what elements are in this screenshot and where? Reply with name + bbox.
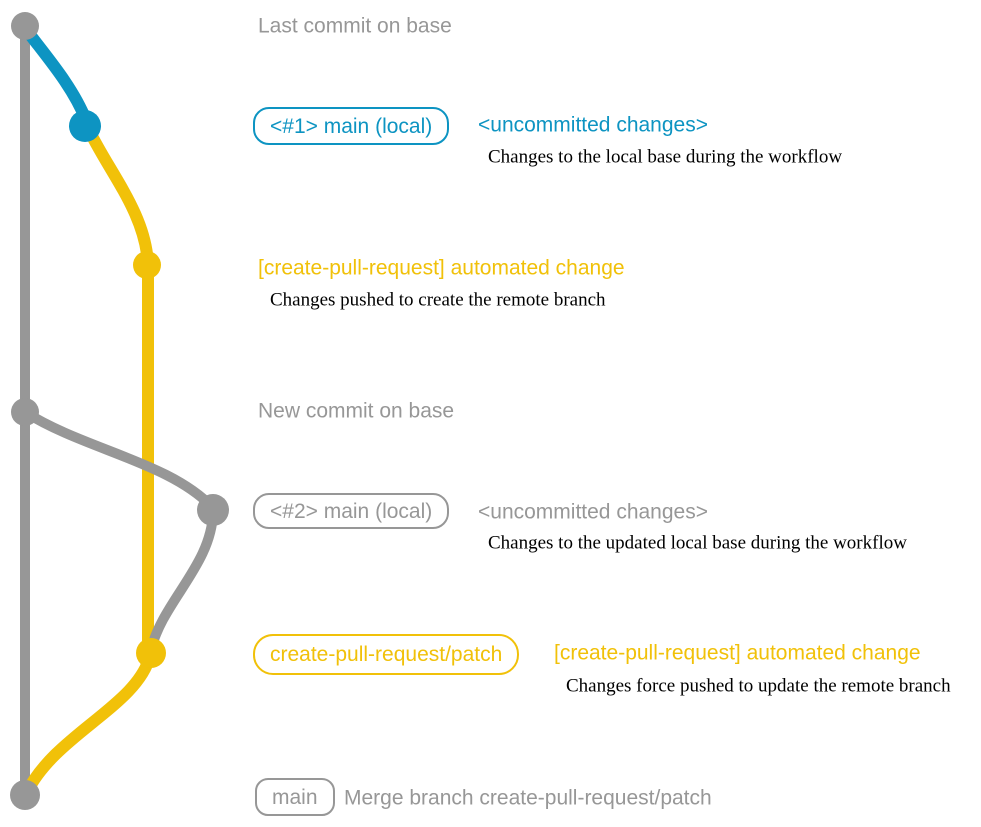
main-branch-badge: main [255, 778, 335, 816]
commit-dot-merge-commit [10, 780, 40, 810]
main-local-2-branch-badge: <#2> main (local) [253, 493, 450, 529]
force-push-description: Changes force pushed to update the remot… [566, 675, 951, 697]
merge-into-base-segment [21, 650, 156, 798]
new-commit-on-base-caption: New commit on base [258, 399, 455, 423]
commit-dot-automated-change-1 [133, 251, 161, 279]
automated-change-2-caption: [create-pull-request] automated change [554, 641, 921, 665]
main-local-1-branch-label: <#1> main (local) [270, 114, 433, 138]
uncommitted-changes-2-caption: <uncommitted changes> [478, 500, 708, 524]
updated-local-base-description: Changes to the updated local base during… [488, 532, 907, 554]
local-base-description: Changes to the local base during the wor… [488, 146, 843, 168]
commit-dot-automated-change-2 [136, 638, 166, 668]
commit-dot-uncommitted-2 [197, 494, 229, 526]
updated-local-main-segment [20, 407, 218, 513]
commit-dot-new-commit-on-base [11, 398, 39, 426]
patch-branch-label: create-pull-request/patch [270, 643, 503, 666]
patch-branch-badge: create-pull-request/patch [253, 634, 520, 675]
automated-change-1-caption: [create-pull-request] automated change [258, 256, 625, 280]
merge-commit-message: Merge branch create-pull-request/patch [344, 786, 712, 810]
local-main-branch-segment [19, 22, 92, 126]
commit-dot-last-commit-on-base [11, 12, 39, 40]
uncommitted-changes-1-caption: <uncommitted changes> [478, 113, 708, 137]
last-commit-on-base-caption: Last commit on base [258, 14, 452, 38]
push-create-description: Changes pushed to create the remote bran… [270, 289, 606, 311]
main-local-2-branch-label: <#2> main (local) [270, 499, 433, 523]
rebase-onto-patch-segment [146, 507, 218, 655]
commit-dot-uncommitted-1 [69, 110, 101, 142]
main-branch-label: main [272, 785, 318, 809]
patch-branch-line [80, 118, 154, 659]
main-local-1-branch-badge: <#1> main (local) [253, 107, 450, 145]
